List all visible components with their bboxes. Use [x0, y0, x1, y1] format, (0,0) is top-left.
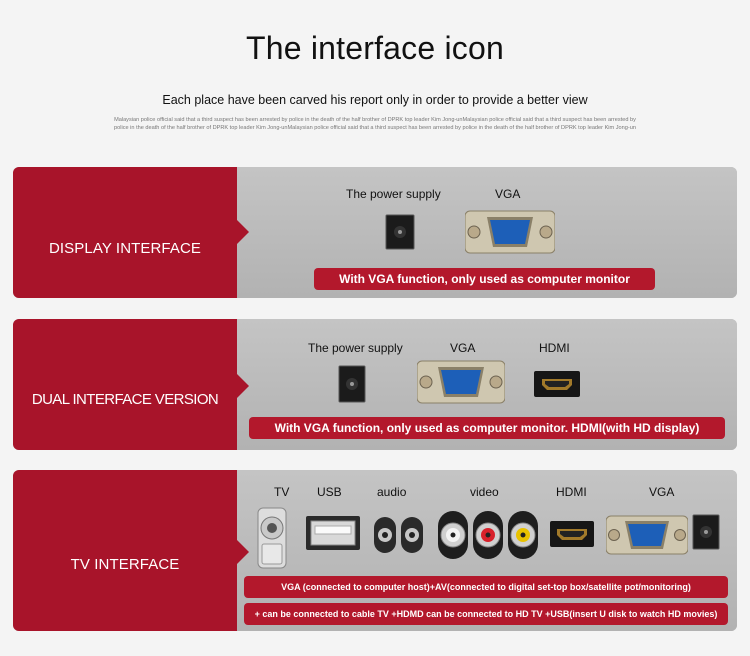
page-subtitle: Each place have been carved his report o…: [162, 93, 588, 107]
panel-label: DUAL INTERFACE VERSION: [31, 391, 219, 408]
power-jack-icon: [338, 365, 366, 403]
rca-port-icon: [507, 510, 539, 560]
usb-port-icon: [306, 516, 360, 550]
rca-port-icon: [472, 510, 504, 560]
port-label-hdmi: HDMI: [556, 485, 587, 499]
feature-banner: VGA (connected to computer host)+AV(conn…: [244, 576, 728, 598]
hdmi-port-icon: [550, 521, 594, 547]
audio-jack-icon: [373, 516, 397, 554]
vga-port-icon: [417, 359, 505, 405]
feature-banner: With VGA function, only used as computer…: [249, 417, 725, 439]
port-label-power: The power supply: [308, 341, 403, 355]
feature-banner: + can be connected to cable TV +HDMD can…: [244, 603, 728, 625]
coax-tv-port-icon: [255, 506, 289, 570]
vga-port-icon: [465, 209, 555, 255]
port-label-audio: audio: [377, 485, 407, 499]
port-label-power: The power supply: [346, 187, 441, 201]
power-jack-icon: [385, 214, 415, 250]
panel-tv-interface: TV INTERFACE TV USB audio video HDMI VGA: [13, 470, 737, 631]
port-label-vga: VGA: [649, 485, 675, 499]
port-label-hdmi: HDMI: [539, 341, 570, 355]
rca-port-icon: [437, 510, 469, 560]
port-label-usb: USB: [317, 485, 342, 499]
port-label-vga: VGA: [450, 341, 476, 355]
audio-jack-icon: [400, 516, 424, 554]
hdmi-port-icon: [534, 371, 580, 397]
panel-display-interface: DISPLAY INTERFACE The power supply VGA W…: [13, 167, 737, 298]
page-title: The interface icon: [246, 30, 504, 66]
panel-dual-interface: DUAL INTERFACE VERSION The power supply …: [13, 319, 737, 450]
power-jack-icon: [692, 514, 720, 550]
port-label-tv: TV: [274, 485, 290, 499]
panel-label: DISPLAY INTERFACE: [48, 240, 202, 257]
port-label-video: video: [470, 485, 499, 499]
feature-banner: With VGA function, only used as computer…: [314, 268, 655, 290]
panel-label: TV INTERFACE: [70, 556, 180, 573]
port-label-vga: VGA: [495, 187, 521, 201]
fine-print: Malaysian police official said that a th…: [114, 117, 636, 132]
vga-port-icon: [606, 515, 688, 555]
